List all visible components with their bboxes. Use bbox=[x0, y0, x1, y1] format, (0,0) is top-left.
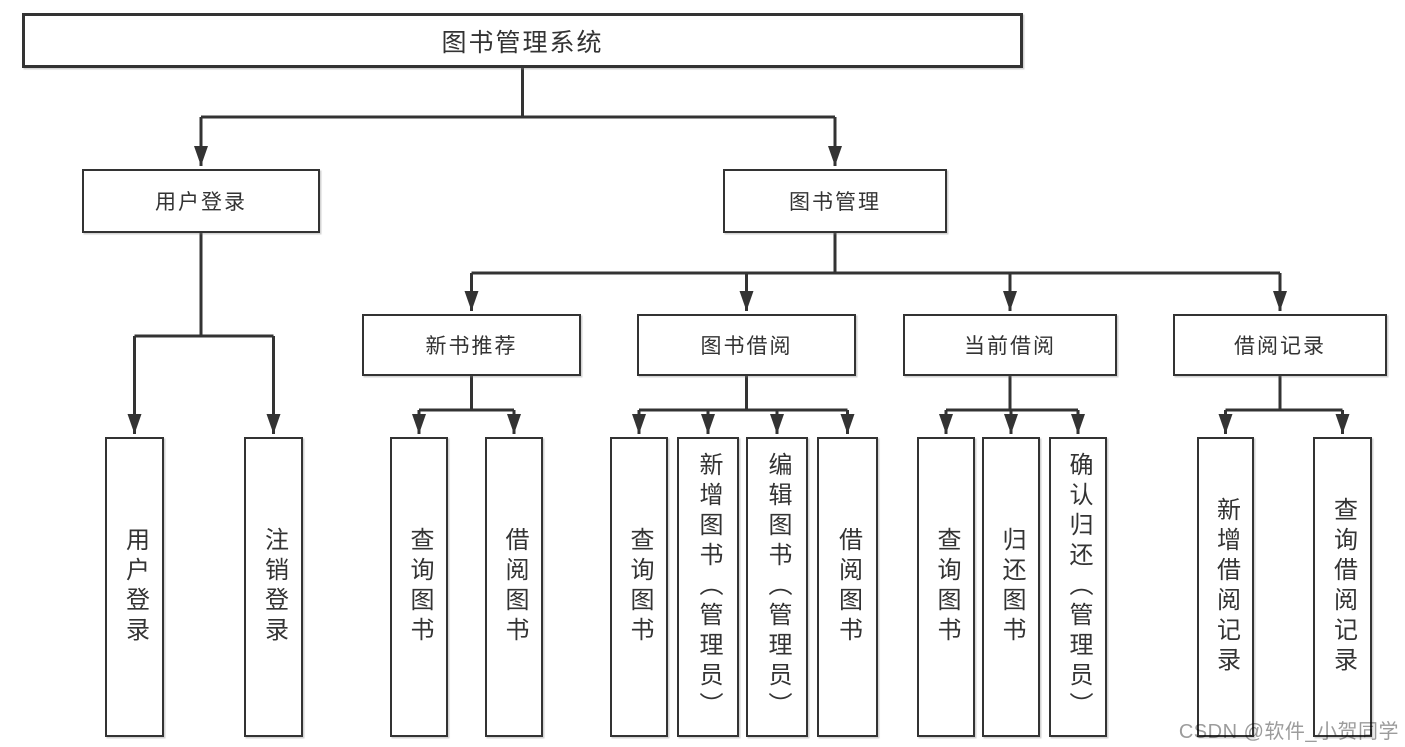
csdn-watermark: CSDN @软件_小贺同学 bbox=[1178, 721, 1399, 743]
leaf-query-books-current: 查询图书 bbox=[917, 437, 975, 737]
leaf-add-borrow-record: 新增借阅记录 bbox=[1197, 437, 1254, 737]
leaf-add-book-admin: 新增图书（管理员） bbox=[677, 437, 739, 737]
leaf-edit-book-admin: 编辑图书（管理员） bbox=[746, 437, 808, 737]
leaf-borrow-books: 借阅图书 bbox=[817, 437, 878, 737]
node-book-management: 图书管理 bbox=[723, 169, 947, 233]
leaf-query-books-borrowing: 查询图书 bbox=[610, 437, 668, 737]
leaf-borrow-books-recommend: 借阅图书 bbox=[485, 437, 543, 737]
leaf-user-login: 用户登录 bbox=[105, 437, 164, 737]
node-current-borrowing: 当前借阅 bbox=[903, 314, 1117, 376]
leaf-query-books-recommend: 查询图书 bbox=[390, 437, 448, 737]
node-new-book-recommendation: 新书推荐 bbox=[362, 314, 581, 376]
node-user-login: 用户登录 bbox=[82, 169, 320, 233]
leaf-logout: 注销登录 bbox=[244, 437, 303, 737]
leaf-query-borrow-record: 查询借阅记录 bbox=[1313, 437, 1372, 737]
node-borrowing-records: 借阅记录 bbox=[1173, 314, 1387, 376]
node-book-borrowing: 图书借阅 bbox=[637, 314, 856, 376]
leaf-confirm-return-admin: 确认归还（管理员） bbox=[1049, 437, 1107, 737]
leaf-return-books: 归还图书 bbox=[982, 437, 1040, 737]
node-library-management-system: 图书管理系统 bbox=[22, 13, 1023, 68]
